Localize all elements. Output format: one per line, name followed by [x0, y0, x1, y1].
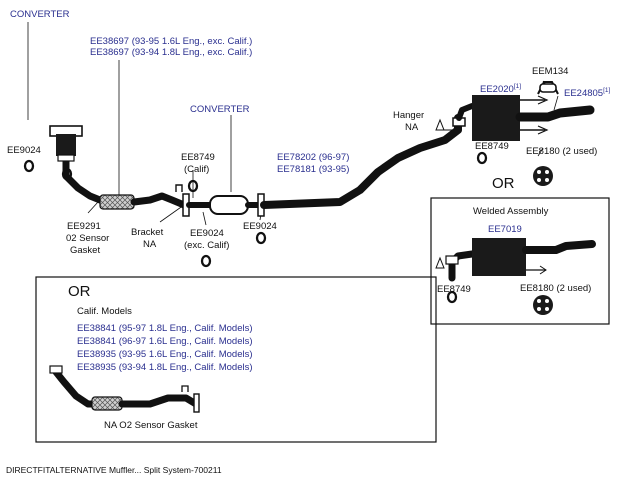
welded-tailpipe	[522, 240, 596, 254]
part-ee38697-a: EE38697 (93-95 1.6L Eng., exc. Calif.)	[90, 36, 252, 47]
gasket-ring-ee8749-calif	[187, 179, 199, 193]
part-ee38935-b: EE38935 (93-94 1.8L Eng., Calif. Models)	[77, 362, 253, 373]
o2-sensor-label: 02 Sensor	[66, 233, 109, 244]
ee8749-box-label: EE8749	[437, 284, 471, 295]
or-box-label: OR	[68, 283, 91, 300]
calif-pipe-upper	[52, 368, 96, 408]
welded-assembly-box	[430, 197, 610, 325]
insulator-icon-top	[533, 166, 553, 186]
gasket-ring-ee8749-right	[476, 151, 488, 165]
flex-section	[99, 194, 135, 210]
hanger-marker	[435, 118, 445, 131]
converter-mid-label: CONVERTER	[190, 104, 250, 115]
calif-models-box	[35, 276, 437, 443]
tailpipe	[515, 105, 595, 122]
ee8180-top-label: EE8180 (2 used)	[526, 146, 597, 157]
insulator-icon-box	[533, 295, 553, 315]
hanger-label: Hanger	[393, 110, 424, 121]
muffler	[472, 95, 520, 141]
part-ee38841-a: EE38841 (95-97 1.8L Eng., Calif. Models)	[77, 323, 253, 334]
gasket-ring-ee8749-box	[446, 290, 458, 304]
calif-flex-section	[91, 396, 123, 411]
ee8749-right-label: EE8749	[475, 141, 509, 152]
catalytic-converter	[209, 195, 249, 215]
ee24805-label: EE24805[1]	[564, 87, 611, 99]
ee9291-label: EE9291	[67, 221, 101, 232]
gasket-ring-ee9024-exc	[200, 254, 212, 268]
tab-arrow-bottom	[537, 125, 549, 135]
welded-muffler	[472, 238, 526, 276]
part-ee38841-b: EE38841 (96-97 1.6L Eng., Calif. Models)	[77, 336, 253, 347]
ee8749-calif-label: EE8749	[181, 152, 215, 163]
muffler-inlet	[456, 103, 475, 121]
calif-note: (Calif)	[184, 164, 209, 175]
ee2020-label: EE2020[1]	[480, 83, 521, 95]
gasket-ring-front	[61, 167, 73, 181]
part-ee78181: EE78181 (93-95)	[277, 164, 349, 175]
front-pipe-upper	[62, 146, 104, 204]
part-ee38935-a: EE38935 (93-95 1.6L Eng., Calif. Models)	[77, 349, 253, 360]
gasket-ring-ee9024-right	[255, 231, 267, 245]
or-right-label: OR	[492, 175, 515, 192]
exc-calif-note: (exc. Calif)	[184, 240, 229, 251]
hanger-na-label: NA	[405, 122, 419, 133]
gasket-ring-ee9024-left	[23, 159, 35, 173]
gasket-label: Gasket	[70, 245, 100, 256]
calif-models-title: Calif. Models	[77, 306, 132, 317]
welded-assembly-title: Welded Assembly	[473, 206, 549, 217]
eem134-label: EEM134	[532, 66, 568, 77]
tab-arrow-top	[537, 95, 549, 105]
converter-top-label: CONVERTER	[10, 9, 70, 20]
front-pipe-lower	[130, 192, 188, 209]
intermediate-pipe	[260, 114, 462, 209]
ee9024-right-label: EE9024	[243, 221, 277, 232]
part-ee38697-b: EE38697 (93-94 1.8L Eng., exc. Calif.)	[90, 47, 252, 58]
bracket-label: Bracket	[131, 227, 164, 238]
na-o2-gasket-label: NA O2 Sensor Gasket	[104, 420, 198, 431]
ee7019-label: EE7019	[488, 224, 522, 235]
footer-caption: DIRECTFITALTERNATIVE Muffler... Split Sy…	[6, 465, 222, 475]
ee9024-left-label: EE9024	[7, 145, 41, 156]
part-ee78202: EE78202 (96-97)	[277, 152, 349, 163]
ee8180-box-label: EE8180 (2 used)	[520, 283, 591, 294]
bracket-na-label: NA	[143, 239, 157, 250]
bracket-part	[175, 184, 183, 192]
calif-pipe-lower	[118, 394, 200, 408]
leader-lines	[27, 22, 559, 226]
ee9024-exc-label: EE9024	[190, 228, 224, 239]
manifold-converter	[56, 134, 76, 156]
